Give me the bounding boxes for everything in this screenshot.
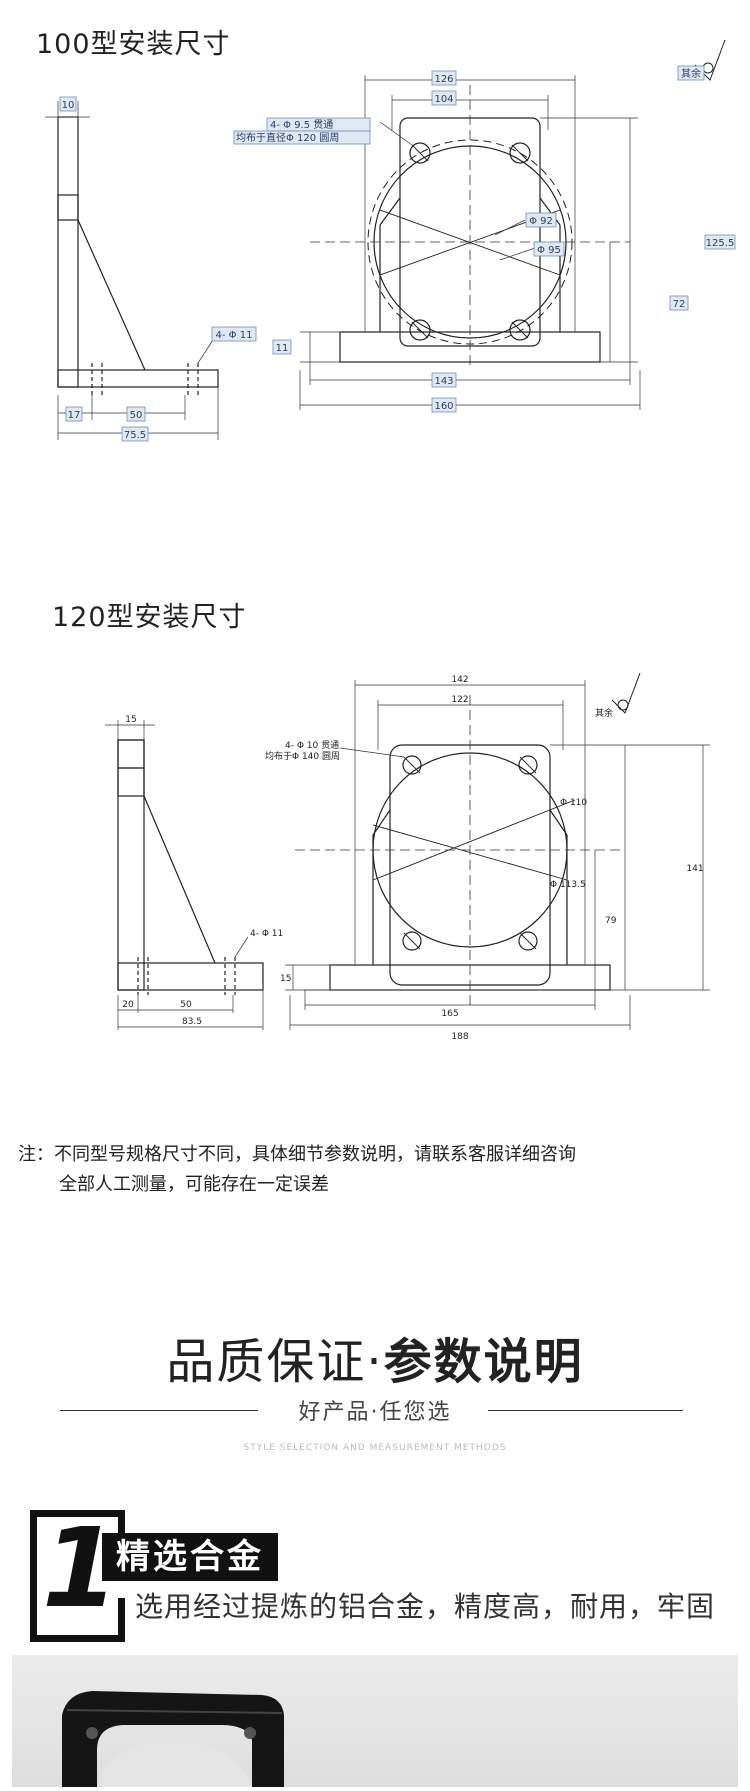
bracket-photo-shape: [62, 1691, 284, 1787]
type120-circle-outer: Φ 113.5: [550, 880, 586, 890]
type100-hole-line1: 4- Φ 9.5 贯通: [270, 119, 333, 131]
feature-number-frame: [30, 1510, 125, 1642]
type100-bottom-inner: 143: [434, 376, 453, 387]
note-line-2: 全部人工测量，可能存在一定误差: [59, 1174, 329, 1195]
subtitle-divider-left: [60, 1410, 258, 1411]
type100-side-view-drawing: 10 4- Φ 11 17 50 75.5: [45, 96, 257, 442]
type100-height-total: 125.5: [706, 238, 735, 249]
type120-side-top: 15: [125, 715, 136, 725]
type120-side-d3: 83.5: [182, 1017, 202, 1027]
type100-bottom-outer: 160: [434, 401, 453, 412]
type120-bottom-outer: 188: [451, 1032, 468, 1042]
type120-top-outer: 142: [451, 675, 468, 685]
quality-title-bold: 参数说明: [383, 1334, 584, 1390]
type120-side-hole: 4- Φ 11: [250, 929, 283, 939]
type100-side-top: 10: [62, 100, 75, 111]
subtitle-divider-right: [488, 1410, 683, 1411]
type100-hole-line2: 均布于直径Φ 120 圆周: [236, 131, 339, 144]
type120-bottom-inner: 165: [441, 1009, 458, 1019]
type120-hole-line1: 4- Φ 10 贯通: [285, 740, 339, 751]
type120-side-d1: 20: [122, 1000, 134, 1010]
type100-title: 100型安装尺寸: [36, 29, 231, 60]
type100-height-center: 72: [673, 299, 686, 310]
type100-side-d2: 50: [130, 410, 143, 421]
type100-circle-outer: Φ 95: [537, 245, 561, 256]
feature-title: 精选合金: [102, 1533, 278, 1581]
feature-description: 选用经过提炼的铝合金，精度高，耐用，牢固: [135, 1590, 716, 1623]
type120-hole-line2: 均布于Φ 140 圆周: [265, 750, 340, 762]
type100-top-outer: 126: [434, 74, 453, 85]
quality-title-normal: 品质保证·: [166, 1334, 384, 1390]
type120-side-d2: 50: [180, 1000, 192, 1010]
type100-base: 11: [276, 343, 289, 354]
type120-finish-label: 其余: [595, 707, 613, 719]
type120-circle-inner: Φ 110: [560, 798, 587, 808]
type120-side-view-drawing: 15 4- Φ 11 20 50 83.5: [105, 715, 283, 1030]
finish-symbol-icon: [611, 672, 641, 714]
type100-side-hole: 4- Φ 11: [216, 330, 253, 341]
feature-frame-right-bottom: [118, 1598, 125, 1635]
type100-side-d3: 75.5: [124, 430, 146, 441]
feature-frame-right-top: [118, 1510, 125, 1544]
type100-finish-label: 其余: [681, 67, 701, 80]
note-line-1: 注：不同型号规格尺寸不同，具体细节参数说明，请联系客服详细咨询: [18, 1144, 576, 1165]
note: 注：不同型号规格尺寸不同，具体细节参数说明，请联系客服详细咨询 全部人工测量，可…: [18, 1140, 576, 1200]
quality-title: 品质保证·参数说明: [0, 1322, 750, 1392]
type120-height-center: 79: [605, 916, 617, 926]
product-photo: [12, 1655, 738, 1787]
type120-title: 120型安装尺寸: [52, 602, 247, 633]
quality-english: STYLE SELECTION AND MEASUREMENT METHODS: [243, 1443, 507, 1453]
type100-front-view-drawing: 126 104 4- Φ 9.5 贯通 均布于直径Φ 120 圆周 Φ 92 Φ…: [233, 39, 736, 413]
type120-height-total: 141: [686, 864, 703, 874]
type100-side-d1: 17: [68, 410, 81, 421]
type100-circle-inner: Φ 92: [529, 216, 553, 227]
type120-front-view-drawing: 142 122 4- Φ 10 贯通 均布于Φ 140 圆周 Φ 110 Φ 1…: [265, 672, 710, 1042]
type100-top-inner: 104: [434, 94, 453, 105]
quality-subtitle: 好产品·任您选: [298, 1400, 452, 1425]
type120-top-inner: 122: [451, 695, 468, 705]
type120-base: 15: [280, 974, 291, 984]
